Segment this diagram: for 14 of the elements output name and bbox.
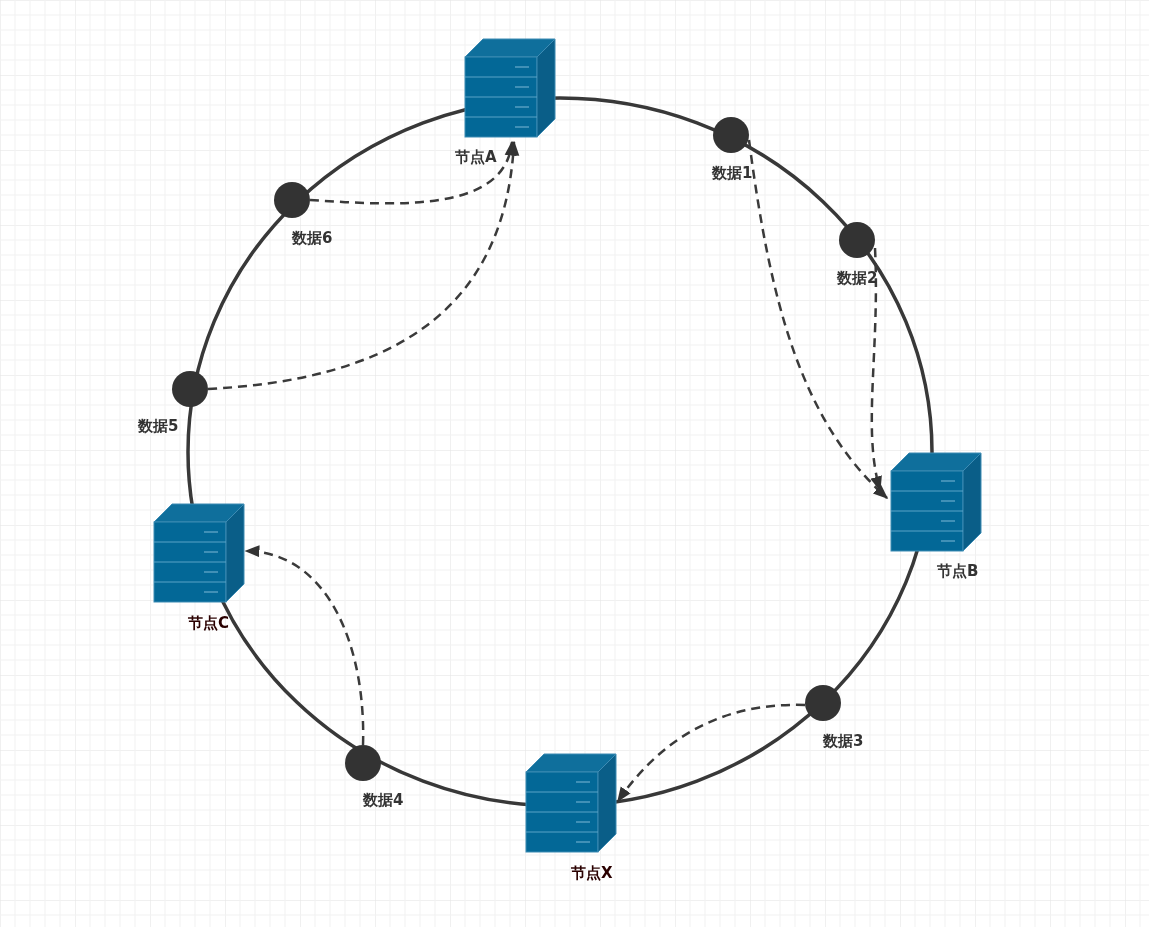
data-label: 数据2 [837,269,878,287]
data-label: 数据4 [363,791,404,809]
node-label: 节点A [455,148,497,166]
data-label: 数据1 [712,164,753,182]
data-label: 数据3 [823,732,864,750]
data-label: 数据6 [292,229,333,247]
data-label: 数据5 [138,417,179,435]
dashed-arrow [617,703,805,803]
node-label: 节点B [937,562,979,580]
dashed-arrow [207,140,519,391]
dashed-arrow [244,546,365,745]
dashed-arrow [309,140,515,205]
node-label: 节点C [188,614,229,632]
node-label: 节点X [571,864,613,882]
